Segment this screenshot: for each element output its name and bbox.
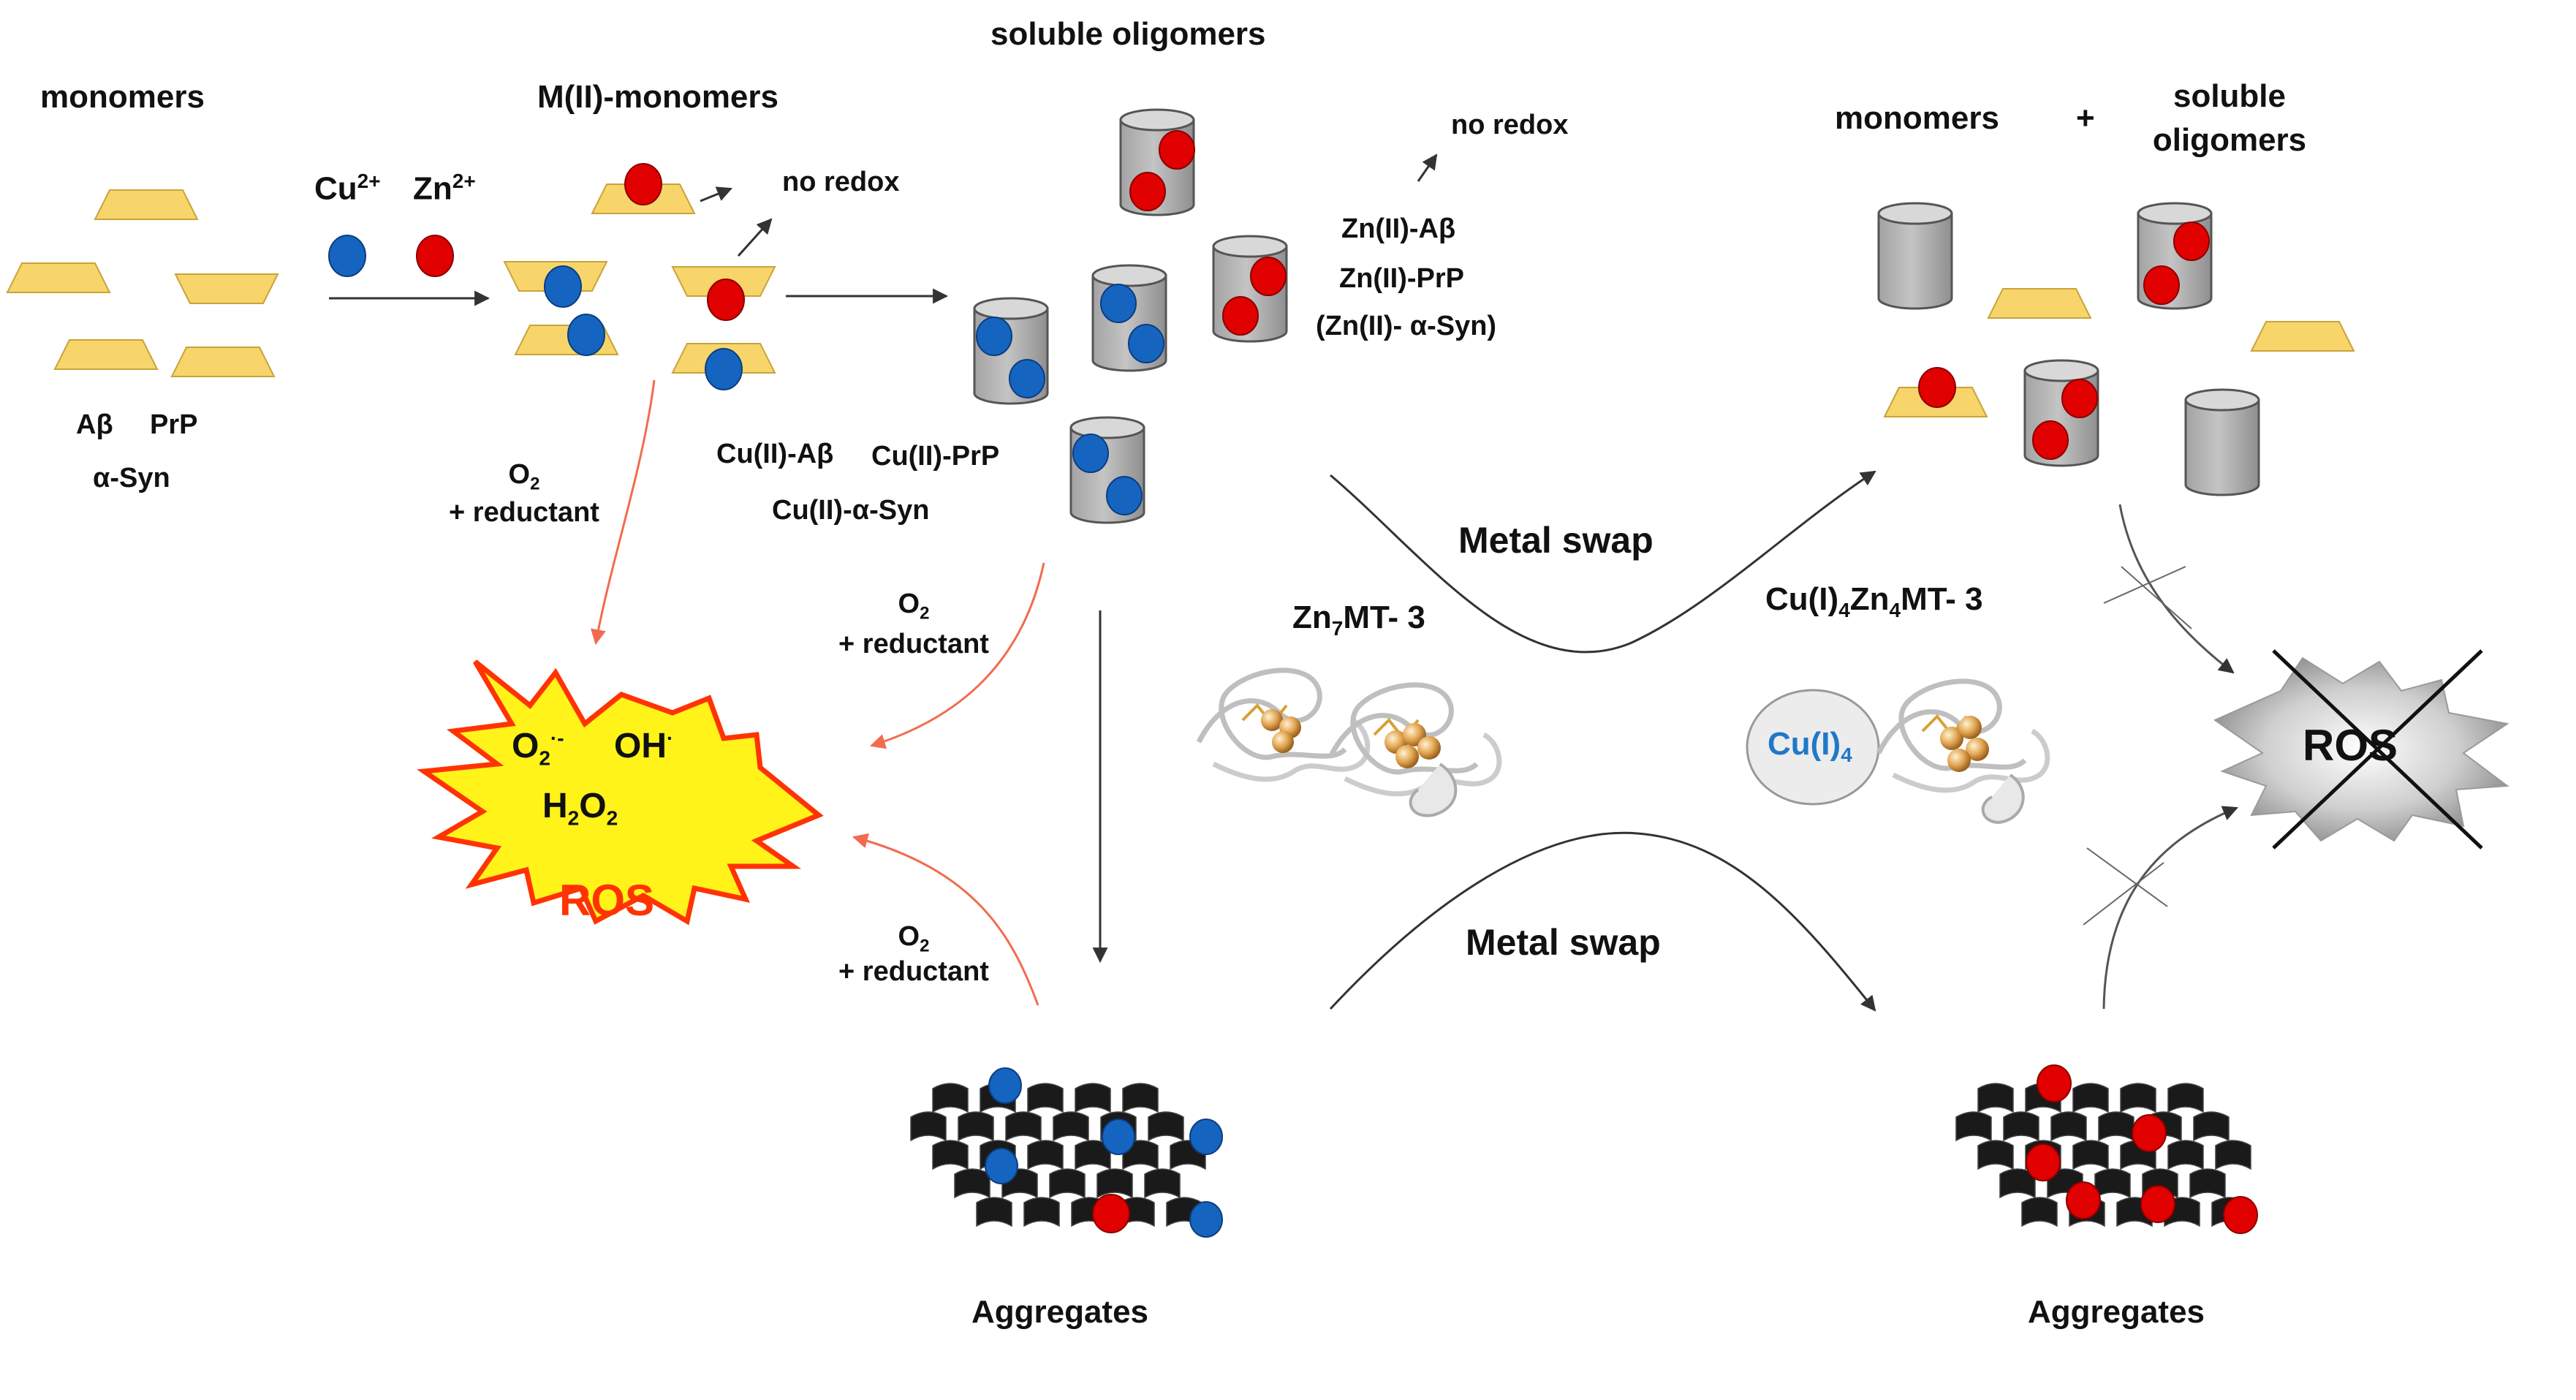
ros-h2o2: H2O2	[542, 787, 618, 830]
metal-swap-curve-top	[1330, 470, 1876, 654]
monomer-asyn	[171, 347, 275, 377]
red-arrow-aggregates-ros	[852, 833, 1039, 1006]
label-zn-asyn: (Zn(II)- α-Syn)	[1316, 311, 1497, 341]
label-ros-left: ROS	[558, 876, 655, 925]
oligomer-cu-bottom	[1069, 416, 1145, 524]
metal-swap-curve-bottom	[1329, 831, 1876, 1012]
label-reductant-b: + reductant	[838, 629, 989, 659]
label-cu2plus: Cu2+	[314, 170, 381, 207]
ros-burst-gray	[2213, 657, 2509, 842]
label-zn2plus: Zn2+	[413, 170, 476, 207]
zinc-ion	[416, 235, 454, 277]
zn7mt3-structure	[1199, 670, 1499, 817]
oligomer-zn-right	[1212, 235, 1288, 343]
aggregate-zn	[1956, 1064, 2258, 1234]
label-monomers: monomers	[40, 79, 205, 115]
right-cylinder-empty-2	[2184, 388, 2260, 496]
label-abeta: Aβ	[76, 409, 113, 440]
blocked-arrow-aggregates	[2102, 806, 2238, 1010]
oligomer-cu-left	[973, 297, 1049, 405]
cu4zn4mt3-structure	[1879, 681, 2047, 825]
right-cylinder-zn-top	[2137, 202, 2213, 310]
red-arrow-monomers-ros	[591, 379, 656, 646]
ros-hydroxyl: OH·	[614, 727, 674, 765]
cu-i4-bubble	[1746, 689, 1880, 806]
label-reductant-c: + reductant	[838, 956, 989, 987]
label-no-redox-1: no redox	[782, 167, 900, 197]
block-mark-3	[2083, 862, 2164, 926]
label-cu-asyn: Cu(II)-α-Syn	[772, 495, 930, 526]
cu-monomer-pair-1	[504, 261, 618, 356]
label-cu4zn4mt3: Cu(I)4Zn4MT- 3	[1765, 581, 1983, 621]
oligomer-zn-top	[1119, 108, 1195, 216]
label-o2-a: O2	[508, 459, 540, 494]
label-asyn: α-Syn	[93, 463, 170, 493]
copper-ion	[328, 235, 366, 277]
arrow-no-redox-oligomers	[1417, 154, 1438, 182]
label-zn-abeta: Zn(II)-Aβ	[1341, 213, 1456, 244]
label-o2-c: O2	[898, 921, 930, 956]
label-cu-prp: Cu(II)-PrP	[871, 441, 1000, 472]
label-metal-swap-top: Metal swap	[1458, 520, 1653, 561]
label-soluble-oligomers: soluble oligomers	[990, 16, 1266, 52]
right-cylinder-empty-1	[1877, 202, 1953, 310]
ros-superoxide: O2·-	[512, 727, 564, 770]
label-prp: PrP	[150, 409, 198, 440]
red-arrow-oligomers-ros	[869, 562, 1045, 749]
block-mark-2	[2121, 566, 2192, 629]
arrow-no-redox-2	[737, 218, 773, 257]
label-oligomers-right: oligomers	[2152, 122, 2307, 158]
label-m2-monomers: M(II)-monomers	[537, 79, 779, 115]
aggregate-cu	[911, 1067, 1223, 1238]
ros-cross-line-2	[2272, 649, 2483, 850]
zn-cu-monomer-pair	[672, 266, 776, 390]
monomer-abeta-2	[7, 262, 110, 293]
block-mark-1	[2103, 566, 2186, 604]
label-plus: +	[2076, 100, 2095, 136]
zn-monomer-top	[591, 163, 695, 214]
label-monomers-right: monomers	[1835, 100, 1999, 136]
label-ros-right: ROS	[2302, 721, 2398, 770]
label-metal-swap-bottom: Metal swap	[1466, 922, 1661, 963]
label-reductant-a: + reductant	[449, 497, 599, 528]
right-monomer-2	[2251, 321, 2355, 352]
oligomer-cu-middle	[1091, 264, 1167, 372]
monomer-abeta-3	[54, 339, 158, 370]
label-no-redox-2: no redox	[1451, 110, 1569, 140]
right-zn-monomer	[1884, 367, 1988, 417]
label-zn7mt3: Zn7MT- 3	[1292, 599, 1425, 640]
label-o2-b: O2	[898, 589, 930, 624]
ros-burst	[417, 659, 824, 926]
block-mark-4	[2086, 847, 2168, 907]
label-cu-abeta: Cu(II)-Aβ	[716, 439, 834, 469]
label-aggregates-right: Aggregates	[2027, 1294, 2205, 1330]
right-monomer-1	[1988, 288, 2091, 319]
label-soluble-right: soluble	[2172, 78, 2287, 114]
right-cylinder-zn-bottom	[2023, 359, 2099, 467]
monomer-abeta-1	[94, 189, 198, 220]
arrow-no-redox-1	[700, 186, 732, 203]
label-zn-prp: Zn(II)-PrP	[1339, 263, 1464, 294]
label-cu-i4: Cu(I)4	[1768, 726, 1852, 766]
monomer-prp	[175, 273, 279, 304]
label-aggregates-left: Aggregates	[971, 1294, 1149, 1330]
